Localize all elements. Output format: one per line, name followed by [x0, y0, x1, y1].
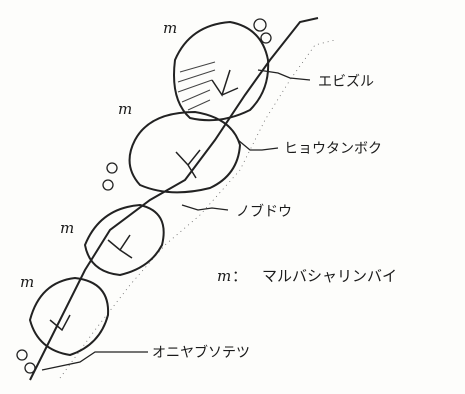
legend-symbol: m	[217, 267, 231, 285]
leader-line	[42, 352, 148, 370]
legend-separator: ：	[232, 267, 247, 285]
branch-marks	[50, 70, 238, 330]
flower-icon	[17, 19, 271, 373]
marker-m: m	[20, 273, 34, 291]
leader-line	[258, 70, 310, 80]
label-ebizuru: エビズル	[318, 74, 374, 90]
label-oniyabusotetsu: オニヤブソテツ	[152, 344, 250, 361]
leader-line	[182, 205, 228, 210]
leader-line	[238, 140, 278, 150]
legend-text: マルバシャリンバイ	[262, 267, 397, 285]
label-hyoutanboku: ヒョウタンボク	[284, 141, 382, 157]
marker-m: m	[163, 19, 177, 37]
label-nobudou: ノブドウ	[236, 203, 292, 220]
shrub-m-3	[85, 205, 164, 275]
shrub-m-1	[174, 22, 268, 120]
marker-m: m	[118, 100, 132, 118]
marker-m: m	[60, 219, 74, 237]
shrub-m-1-hatching	[178, 62, 215, 110]
legend: m ： マルバシャリンバイ	[217, 267, 397, 285]
cliff-inner-edge	[60, 40, 335, 378]
